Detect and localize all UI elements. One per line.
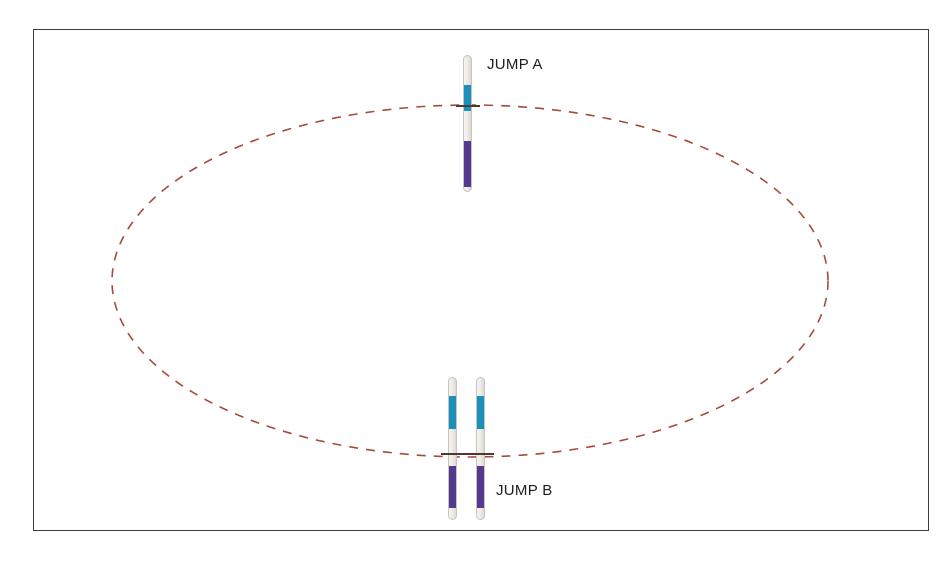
jump-b-left-purple-band [449,466,456,508]
jump-b-intersection-tick [441,453,494,455]
jump-b-pole-left [448,377,457,520]
jump-b-right-purple-band [477,466,484,508]
jump-a-pole [463,55,472,192]
jump-b-right-teal-band [477,396,484,429]
jump-a-label: JUMP A [487,56,543,73]
jump-a-purple-band [464,141,471,187]
jump-a-teal-band [464,85,471,111]
jump-a-intersection-tick [456,105,480,107]
jump-b-label: JUMP B [496,482,553,499]
jump-b-pole-right [476,377,485,520]
jump-b-left-teal-band [449,396,456,429]
